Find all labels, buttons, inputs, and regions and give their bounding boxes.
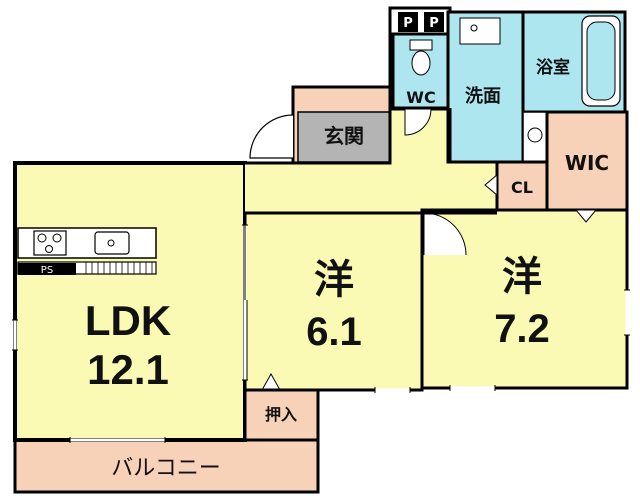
kitchen-ps — [18, 263, 76, 275]
washer-space — [522, 111, 548, 163]
western-room-1-label: 洋 — [314, 258, 354, 302]
washbasin-icon — [459, 17, 501, 45]
closet — [495, 160, 549, 212]
ldk-room — [13, 161, 247, 442]
western-room-2-label: 洋 — [502, 255, 542, 299]
western-room-1 — [243, 211, 424, 392]
kitchen-counter: PS — [17, 227, 157, 276]
oshiire-label: 押入 — [265, 405, 297, 424]
western-room-1-size: 6.1 — [306, 310, 362, 354]
sink-icon — [94, 231, 130, 255]
wc-door-swing — [404, 108, 432, 136]
ldk-size: 12.1 — [87, 346, 169, 393]
washroom-label: 洗面 — [465, 85, 501, 107]
pipe-space-2-label: P — [429, 16, 439, 31]
western-room-2-size: 7.2 — [494, 307, 550, 351]
front-door-swing — [249, 114, 294, 159]
entrance-label: 玄関 — [324, 124, 364, 148]
pipe-space-1 — [398, 12, 418, 32]
stove-icon — [33, 230, 67, 256]
kitchen-ps-label: PS — [41, 265, 53, 276]
balcony — [13, 438, 320, 494]
hallway — [245, 163, 497, 213]
pipe-space-2 — [424, 12, 444, 32]
wc-label: WC — [406, 88, 435, 107]
bathroom-label: 浴室 — [536, 57, 570, 78]
closet-label: CL — [511, 178, 533, 197]
ldk-label: LDK — [85, 297, 171, 344]
oshiire — [243, 388, 320, 442]
toilet-icon — [409, 39, 433, 76]
balcony-label: バルコニー — [111, 456, 221, 481]
pipe-space-1-label: P — [403, 16, 413, 31]
wic-label: WIC — [565, 151, 609, 175]
